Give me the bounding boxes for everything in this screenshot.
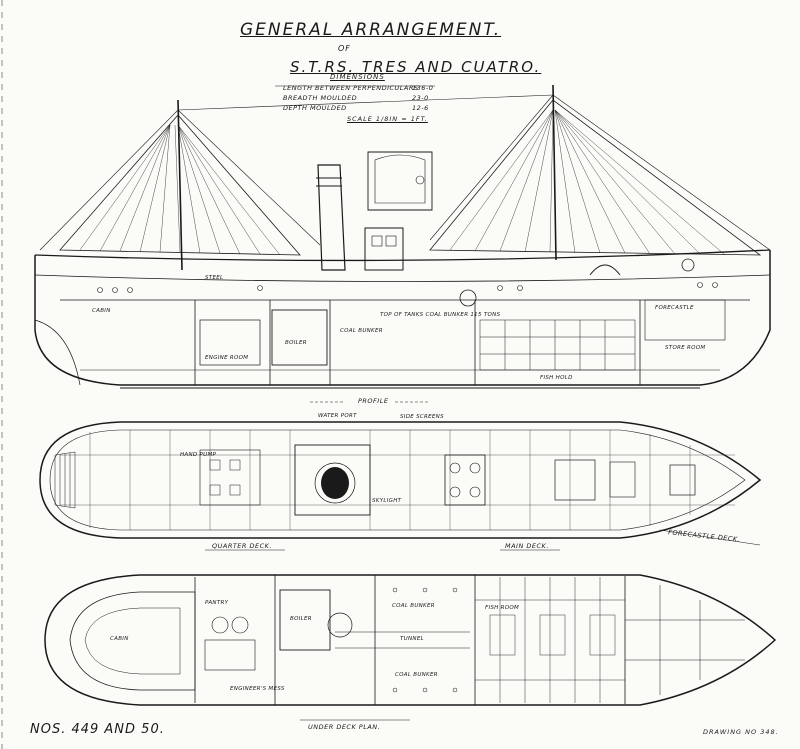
label-hand-pump: HAND PUMP	[180, 452, 217, 458]
label-side-screen: SIDE SCREENS	[400, 414, 444, 420]
label-boiler-under: BOILER	[290, 616, 312, 622]
quarter-deck-caption: QUARTER DECK.	[212, 542, 272, 550]
label-steel: STEEL	[205, 275, 224, 281]
under-deck-view	[44, 574, 777, 721]
label-coal-bunker-upper: COAL BUNKER	[392, 603, 435, 609]
dimension-label: BREADTH MOULDED	[283, 94, 358, 102]
label-store: STORE ROOM	[665, 345, 706, 351]
label-coal-bunker-lower: COAL BUNKER	[395, 672, 438, 678]
label-engineers-mess: ENGINEER'S MESS	[230, 686, 285, 692]
dimension-value: 12-6	[412, 104, 429, 112]
dimensions-heading: DIMENSIONS	[330, 73, 385, 81]
under-deck-caption: UNDER DECK PLAN.	[308, 723, 381, 731]
profile-caption: PROFILE	[358, 397, 389, 405]
label-bunker-note: TOP OF TANKS COAL BUNKER 115 TONS	[380, 312, 501, 318]
drawing-title: GENERAL ARRANGEMENT.	[240, 20, 502, 40]
label-fish-hold: FISH HOLD	[540, 375, 573, 381]
title-of: OF	[338, 44, 351, 53]
ship-name: S.T.RS. TRES AND CUATRO.	[290, 58, 542, 76]
label-water-port: WATER PORT	[318, 413, 357, 419]
main-deck-caption: MAIN DECK.	[505, 542, 549, 550]
dimension-label: DEPTH MOULDED	[283, 104, 347, 112]
dimension-value: 136-0	[412, 84, 434, 92]
deck-plan-view	[39, 421, 762, 551]
label-boiler: BOILER	[285, 340, 307, 346]
label-engine: ENGINE ROOM	[205, 355, 249, 361]
dimension-label: LENGTH BETWEEN PERPENDICULARS	[283, 84, 419, 92]
dimension-value: 23-0	[412, 94, 429, 102]
profile-view	[34, 84, 771, 403]
scale-note: SCALE 1/8IN = 1FT.	[347, 115, 428, 123]
label-tunnel: TUNNEL	[400, 636, 424, 642]
label-fish-room: FISH ROOM	[485, 605, 520, 611]
drawing-numbers: NOS. 449 AND 50.	[30, 722, 165, 737]
label-cabin-under: CABIN	[110, 636, 129, 642]
label-pantry: PANTRY	[205, 600, 229, 606]
drawing-no: DRAWING NO 348.	[703, 728, 779, 736]
label-skylight: SKYLIGHT	[372, 498, 402, 504]
label-cabin: CABIN	[92, 308, 111, 314]
label-forecastle: FORECASTLE	[655, 305, 694, 311]
label-coal: COAL BUNKER	[340, 328, 383, 334]
